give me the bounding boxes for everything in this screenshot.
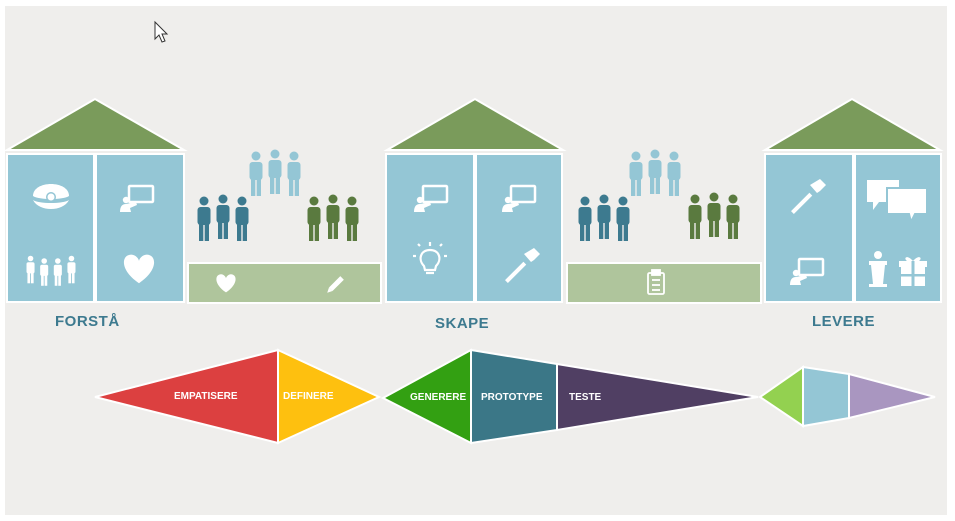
house-levere-label: LEVERE: [812, 313, 876, 330]
house-skape-left-panel: [385, 153, 475, 303]
clipboard-icon: [647, 269, 665, 295]
house-levere-right-panel: [854, 153, 942, 303]
house-forsta-label: FORSTÅ: [55, 313, 120, 330]
process-diamond-2: [380, 348, 759, 445]
levere-segment-2: [802, 365, 850, 428]
house-skape-right-panel: [475, 153, 563, 303]
house-skape-label: SKAPE: [435, 315, 490, 332]
podium-gift-icon: [869, 251, 927, 287]
people-group-green: [308, 195, 359, 242]
house-levere-left-panel: [764, 153, 854, 303]
definere-label: DEFINERE: [283, 391, 334, 402]
connector-1: [187, 150, 382, 304]
house-skape: [383, 97, 567, 303]
people-group-light: [250, 150, 301, 197]
definere-segment: [277, 348, 382, 445]
empatisere-label: EMPATISERE: [174, 391, 238, 402]
house-forsta-left-panel: [6, 153, 95, 303]
mouse-cursor-icon: [154, 20, 169, 43]
people-group-green: [689, 193, 740, 240]
connector-1-bar: [187, 262, 382, 304]
levere-segment-1: [758, 365, 804, 428]
process-diamond-1: [94, 348, 382, 445]
pearl-oyster-icon: [33, 184, 69, 209]
prototype-label: PROTOTYPE: [481, 392, 543, 403]
process-diamond-3: [758, 365, 936, 428]
teste-segment: [556, 362, 759, 432]
people-group-dark: [579, 195, 630, 242]
generere-label: GENERERE: [410, 392, 467, 403]
levere-segment-3: [848, 372, 936, 420]
lightbulb-icon: [413, 242, 447, 275]
teste-label: TESTE: [569, 392, 602, 403]
people-group-dark: [198, 195, 249, 242]
house-forsta-roof: [3, 97, 188, 151]
house-levere-roof: [761, 97, 944, 151]
connector-2: [566, 150, 762, 304]
house-skape-roof: [383, 97, 567, 151]
people-group-light: [630, 150, 681, 197]
chat-bubbles-icon: [867, 180, 928, 225]
house-forsta: [3, 97, 188, 303]
house-levere: [761, 97, 944, 303]
